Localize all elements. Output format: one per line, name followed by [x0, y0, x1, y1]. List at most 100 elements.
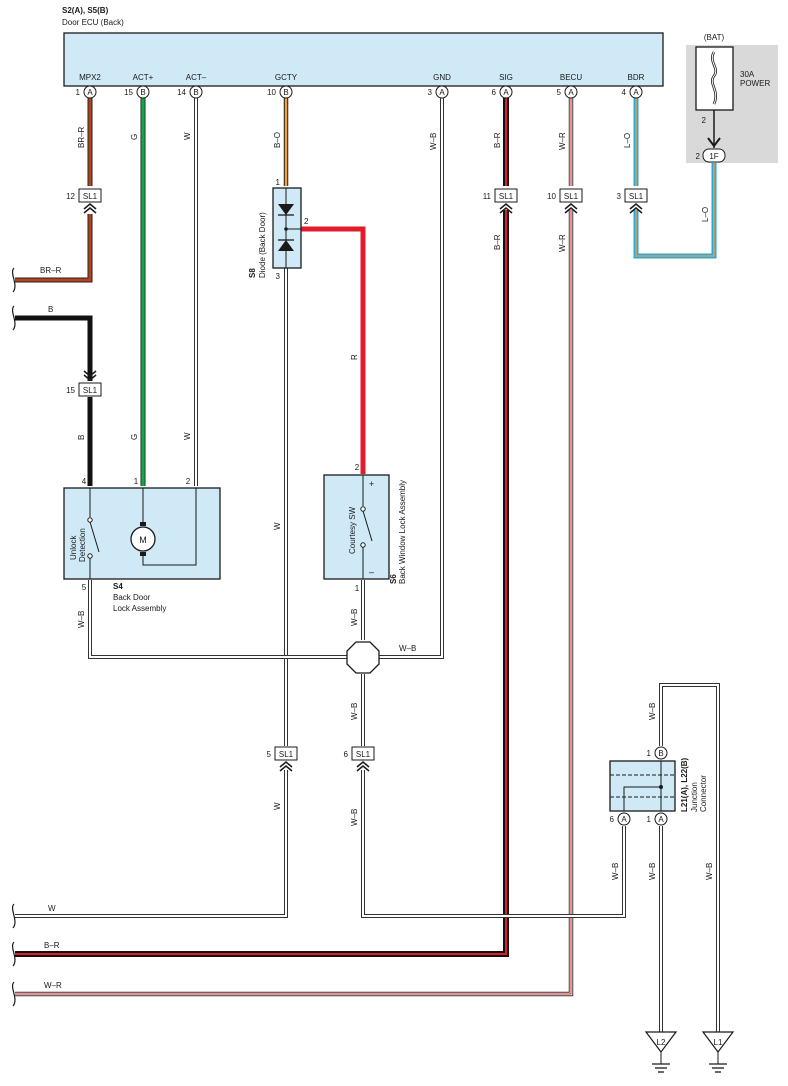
svg-text:6: 6	[344, 750, 349, 759]
svg-text:B: B	[140, 88, 145, 97]
back-window-lock-s6: 2 1 + – Courtesy SW S6 Back Window Lock …	[323, 463, 407, 593]
s6-name: Back Window Lock Assembly	[398, 480, 407, 584]
svg-text:5: 5	[267, 750, 272, 759]
connector-sl1-11: SL1 11	[483, 188, 518, 214]
fuse-icon	[711, 51, 717, 105]
terminal-pin: A 1	[76, 85, 97, 99]
ground-l1: L1	[701, 1031, 735, 1073]
connector-sl1-15: SL1 15	[66, 370, 102, 397]
svg-text:SL1: SL1	[356, 750, 371, 759]
svg-text:2: 2	[355, 463, 360, 472]
connector-sl1-12: SL1 12	[66, 188, 102, 214]
wire-label: W–B	[77, 611, 86, 628]
wire-label: R	[350, 354, 359, 360]
wire-label: W–B	[399, 644, 416, 653]
svg-text:2: 2	[186, 477, 191, 486]
connector-sl1-6: SL1 6	[344, 746, 375, 772]
wire-labels: BR–R G W B–O W–B B–R W–R L–O L–O B–R W–R…	[40, 126, 714, 990]
wire-b	[15, 315, 93, 486]
wire-label: W–B	[350, 809, 359, 826]
svg-text:3: 3	[617, 192, 622, 201]
jc-name-2: Connector	[699, 775, 708, 812]
wire-label: W–R	[558, 234, 567, 252]
s4-name-1: Back Door	[113, 593, 151, 602]
wire-s4-ground	[88, 580, 348, 659]
svg-text:14: 14	[177, 88, 186, 97]
terminal-label: MPX2	[79, 73, 101, 82]
terminal-pin: A 6	[610, 812, 631, 826]
wire-label: W–B	[705, 863, 714, 880]
wire-label: L–O	[623, 133, 632, 148]
wire-label: W–B	[350, 703, 359, 720]
ecu-code: S2(A), S5(B)	[62, 6, 109, 15]
svg-text:12: 12	[66, 192, 75, 201]
ground-icon	[652, 1052, 670, 1073]
switch-icon	[360, 475, 373, 579]
wire-label: W	[183, 432, 192, 440]
svg-text:15: 15	[124, 88, 133, 97]
wire-label: B–R	[493, 132, 502, 148]
svg-text:B: B	[193, 88, 198, 97]
wire-label: W	[183, 132, 192, 140]
wire-diode-r	[300, 226, 366, 474]
wire-label: BR–R	[40, 266, 62, 275]
terminal-pin: A 6	[492, 85, 513, 99]
back-door-lock-s4: 4 1 2 5 Unlock Detection M S4 Back Door …	[63, 477, 221, 613]
svg-text:6: 6	[610, 815, 615, 824]
jc-code: L21(A), L22(B)	[680, 757, 689, 812]
svg-text:Unlock: Unlock	[69, 535, 78, 560]
fuse-rating: 30A	[740, 70, 755, 79]
connector-icon: 1F 2	[696, 137, 726, 163]
svg-text:6: 6	[492, 88, 497, 97]
connector-sl1-3: SL1 3	[617, 188, 648, 214]
terminal-label: GCTY	[275, 73, 298, 82]
diode-name: Diode (Back Door)	[258, 212, 267, 278]
svg-text:1: 1	[647, 749, 652, 758]
terminal-pin: A 5	[557, 85, 578, 99]
terminal-pin: B 15	[124, 85, 150, 99]
s6-code: S6	[389, 574, 398, 584]
terminal-label: ACT–	[186, 73, 207, 82]
svg-text:SL1: SL1	[83, 192, 98, 201]
svg-text:+: +	[369, 479, 374, 489]
diode-icon	[278, 188, 301, 268]
terminal-pin: A 4	[622, 85, 643, 99]
svg-text:3: 3	[276, 272, 281, 281]
svg-text:5: 5	[557, 88, 562, 97]
diode-s8: 1 2 3 S8 Diode (Back Door)	[248, 178, 309, 281]
svg-text:15: 15	[66, 386, 75, 395]
wire-label: W	[48, 904, 56, 913]
terminal-pin: A 3	[428, 85, 449, 99]
svg-text:10: 10	[547, 192, 556, 201]
svg-text:4: 4	[622, 88, 627, 97]
svg-text:11: 11	[483, 192, 492, 201]
power-name: POWER	[740, 79, 770, 88]
terminal-label: GND	[433, 73, 451, 82]
svg-text:4: 4	[82, 477, 87, 486]
diode-code: S8	[248, 268, 257, 278]
jc-name-1: Junction	[690, 782, 699, 812]
svg-text:1: 1	[134, 477, 139, 486]
svg-text:SL1: SL1	[564, 192, 579, 201]
terminal-pin: B 10	[267, 85, 293, 99]
svg-text:A: A	[658, 815, 664, 824]
svg-text:A: A	[568, 88, 574, 97]
wire-label: B–R	[493, 234, 502, 250]
wire-diode-w	[15, 268, 288, 918]
wire-becu	[15, 98, 574, 997]
svg-text:L2: L2	[657, 1038, 666, 1047]
wire-label: W–B	[648, 863, 657, 880]
svg-text:A: A	[621, 815, 627, 824]
wire-gnd	[378, 98, 444, 659]
terminal-label: ACT+	[133, 73, 154, 82]
svg-text:B: B	[658, 749, 663, 758]
terminal-pin: B 14	[177, 85, 203, 99]
wire-label: B–O	[273, 132, 282, 148]
wire-label: B–R	[44, 941, 60, 950]
svg-text:M: M	[139, 535, 147, 545]
svg-text:A: A	[439, 88, 445, 97]
svg-text:SL1: SL1	[629, 192, 644, 201]
svg-text:SL1: SL1	[499, 192, 514, 201]
svg-text:1: 1	[276, 178, 281, 187]
